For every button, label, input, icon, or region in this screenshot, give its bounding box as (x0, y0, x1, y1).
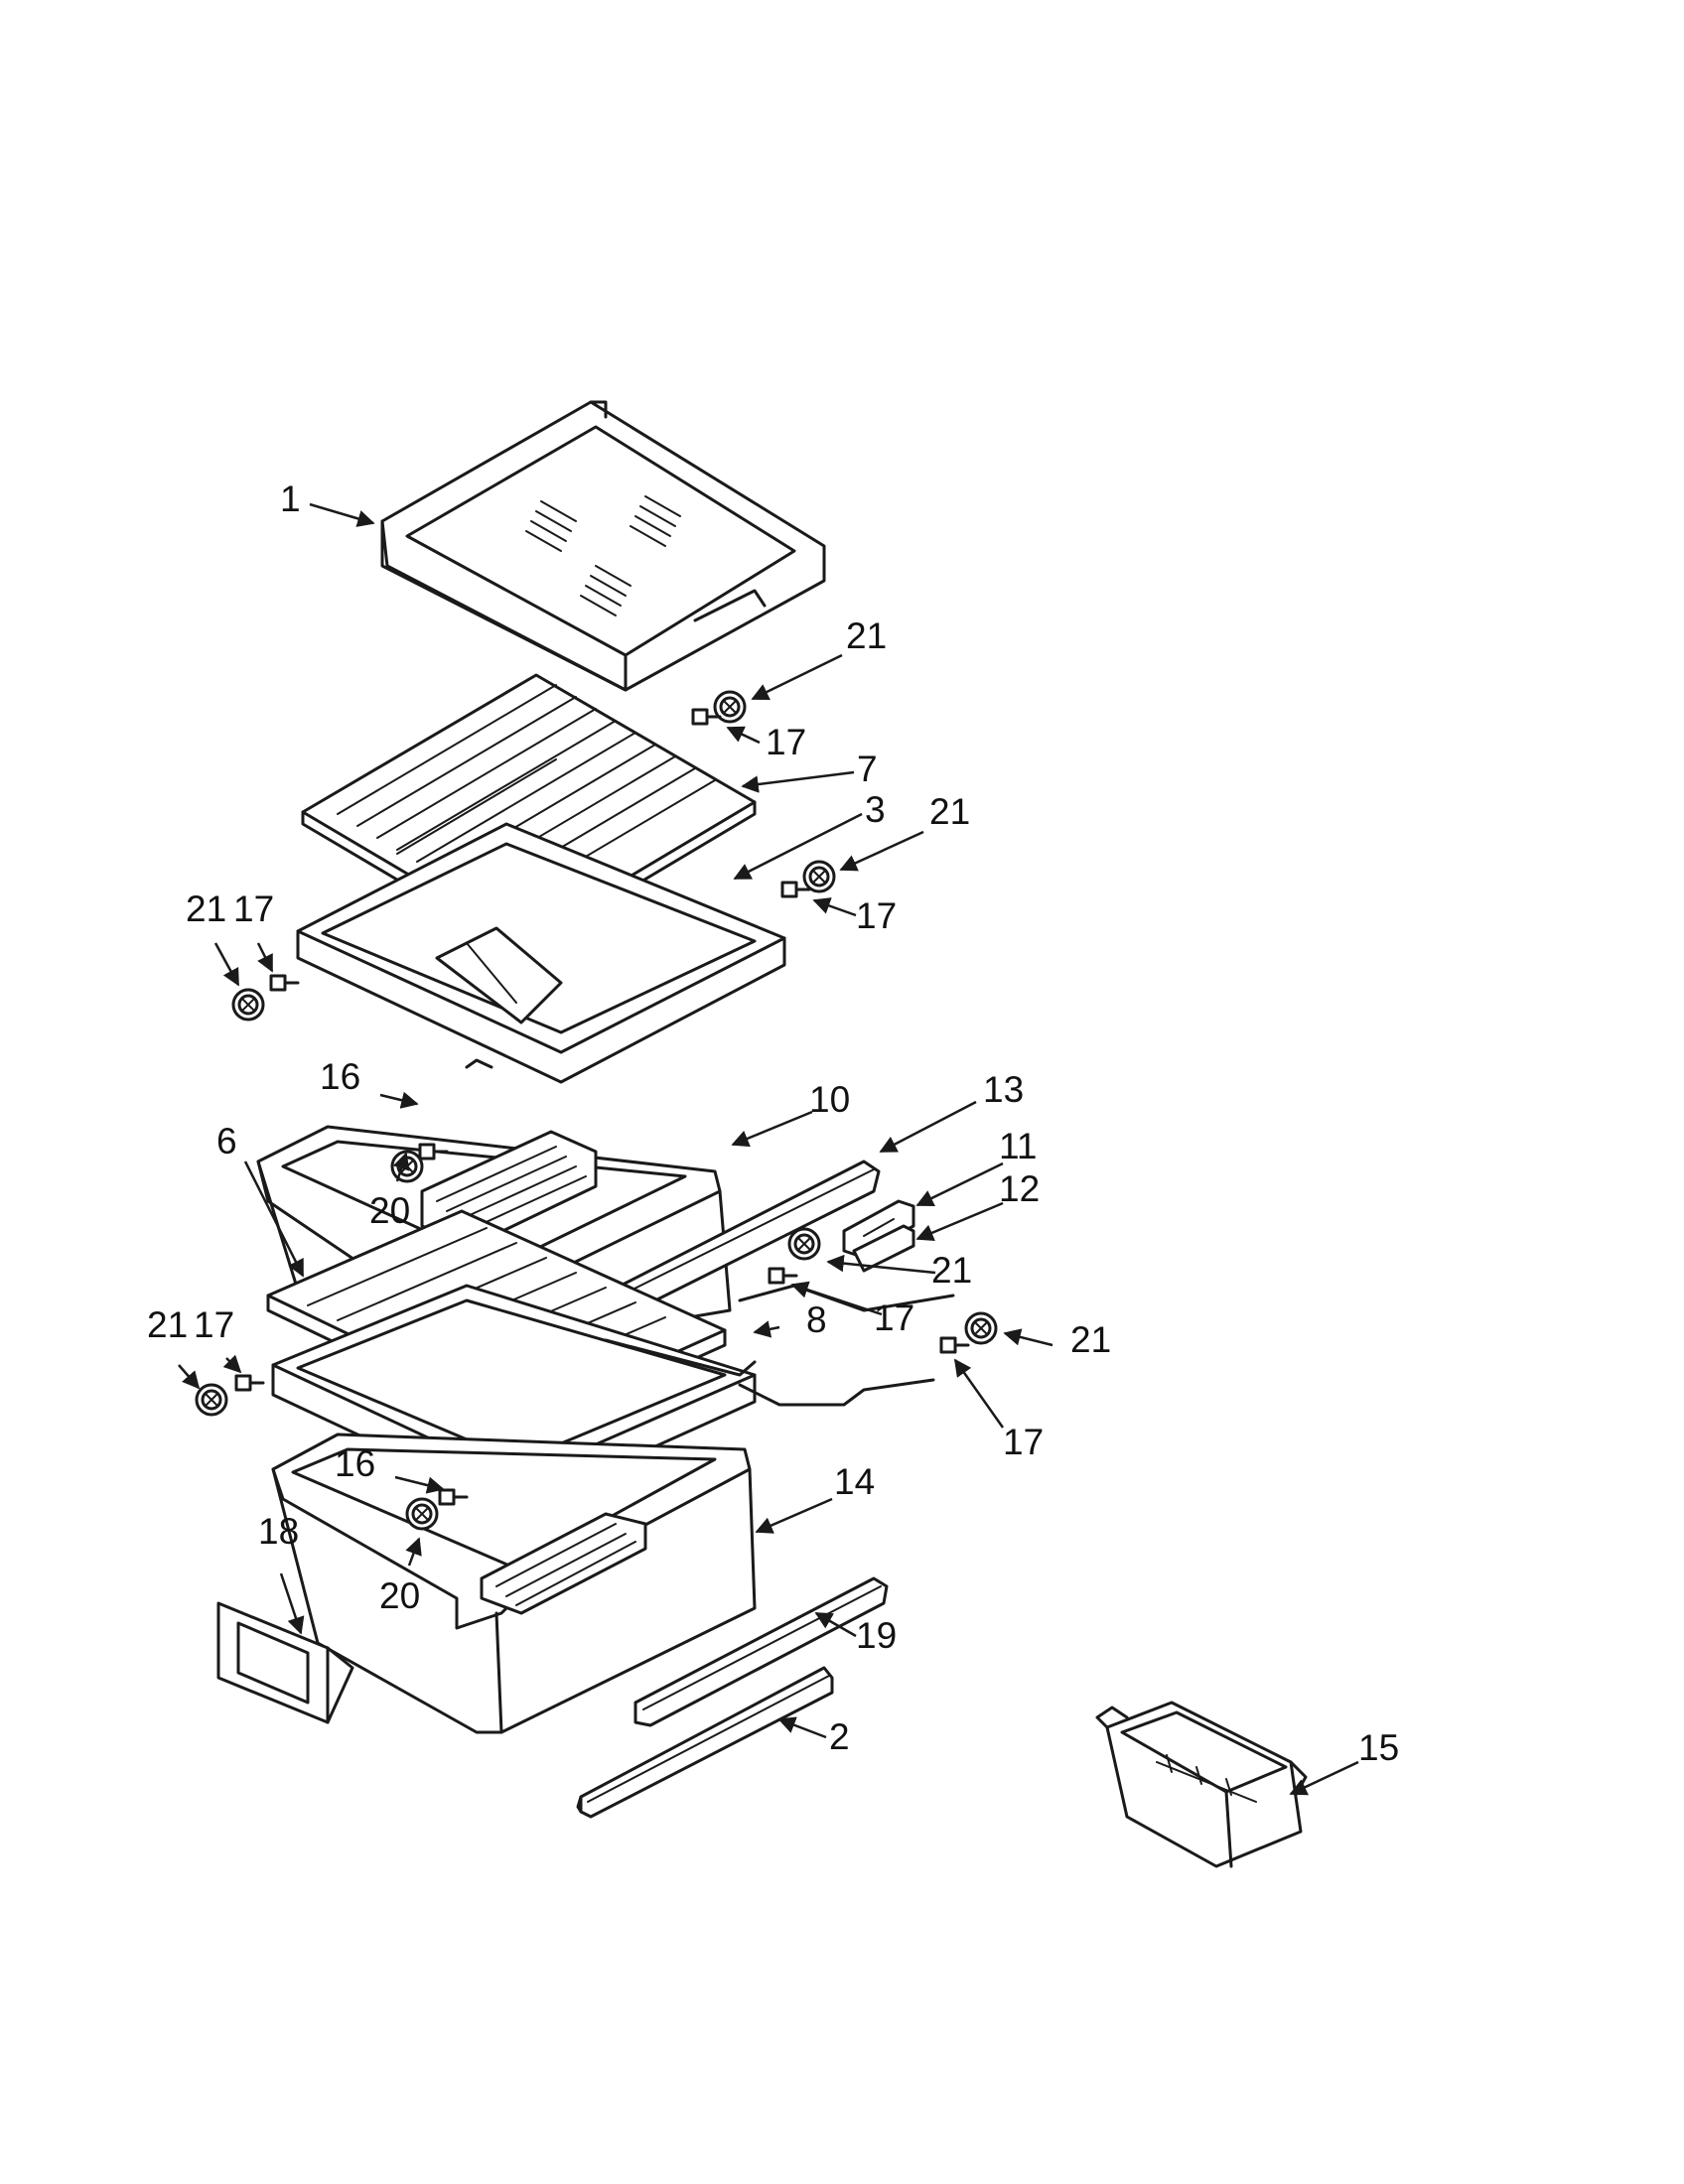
part-3-crisper-frame (296, 822, 786, 1084)
callout-13: 13 (983, 1069, 1024, 1110)
callout-17: 17 (233, 888, 274, 929)
callout-3: 3 (865, 789, 886, 830)
part-11-12-slide-parts (842, 1199, 915, 1273)
callout-12: 12 (999, 1168, 1040, 1209)
callout-16: 16 (335, 1443, 375, 1484)
callout-10: 10 (809, 1079, 850, 1120)
callout-21: 21 (846, 615, 887, 656)
callout-8: 8 (806, 1299, 827, 1340)
callout-17: 17 (766, 722, 806, 762)
callout-16: 16 (320, 1056, 360, 1097)
part-15-door-bin (1095, 1701, 1308, 1868)
callout-17: 17 (874, 1297, 914, 1338)
callout-21: 21 (931, 1250, 972, 1291)
callout-21: 21 (1070, 1319, 1111, 1360)
callout-1: 1 (280, 478, 301, 519)
callout-6: 6 (216, 1121, 237, 1161)
callout-17: 17 (1003, 1422, 1044, 1462)
callout-20: 20 (379, 1575, 420, 1616)
part-18-label-frame (216, 1601, 354, 1724)
callout-17: 17 (194, 1304, 234, 1345)
callout-14: 14 (834, 1461, 875, 1502)
callout-17: 17 (856, 895, 897, 936)
callout-7: 7 (857, 749, 878, 789)
leader-lines (178, 502, 1359, 1796)
callout-21: 21 (186, 888, 226, 929)
callout-20: 20 (369, 1190, 410, 1231)
callout-labels: 1 21 17 7 3 21 17 21 17 16 10 13 11 6 12… (147, 478, 1399, 1768)
part-1-shelf-frame (380, 400, 826, 692)
callout-18: 18 (258, 1511, 299, 1552)
callout-21: 21 (147, 1304, 188, 1345)
callout-2: 2 (829, 1716, 850, 1757)
callout-11: 11 (999, 1126, 1037, 1166)
callout-21: 21 (929, 791, 970, 832)
callout-19: 19 (856, 1615, 897, 1656)
part-2-bottom-rail (576, 1666, 834, 1819)
callout-15: 15 (1358, 1727, 1399, 1768)
